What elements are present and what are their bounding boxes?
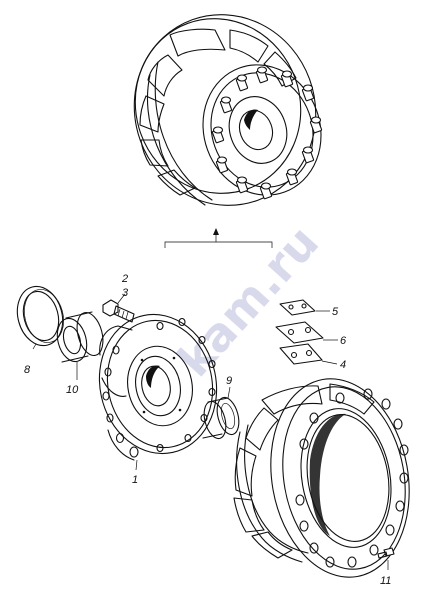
callouts: 2 3 8 10 1 9 5 6 4 11 <box>24 273 391 587</box>
callout-4: 4 <box>340 359 346 371</box>
hub-bolt-holes <box>102 317 216 458</box>
wheel-studs <box>211 66 323 200</box>
lock-plates <box>275 299 324 365</box>
leader-lines <box>32 293 389 570</box>
lock-plate-6 <box>275 321 324 344</box>
lock-plate-5 <box>279 299 316 316</box>
assembly-arrow <box>164 228 273 248</box>
seal-ring <box>16 285 64 347</box>
inner-bearing-ring <box>202 396 240 440</box>
outer-bearing <box>56 311 104 363</box>
callout-6: 6 <box>340 335 347 347</box>
callout-1: 1 <box>132 474 138 486</box>
wheel-hub <box>98 313 218 461</box>
callout-2: 2 <box>121 273 128 285</box>
callout-11: 11 <box>380 575 391 587</box>
assembled-brake-drum <box>133 14 323 206</box>
drum-bolt-holes <box>295 388 409 568</box>
callout-5: 5 <box>332 306 339 318</box>
bolt <box>102 299 135 323</box>
brake-drum <box>233 378 410 578</box>
callout-9: 9 <box>226 375 232 387</box>
drum-screw <box>377 547 395 559</box>
callout-10: 10 <box>66 384 79 396</box>
callout-8: 8 <box>24 364 31 376</box>
lock-plate-4 <box>279 343 323 365</box>
callout-3: 3 <box>122 287 129 299</box>
